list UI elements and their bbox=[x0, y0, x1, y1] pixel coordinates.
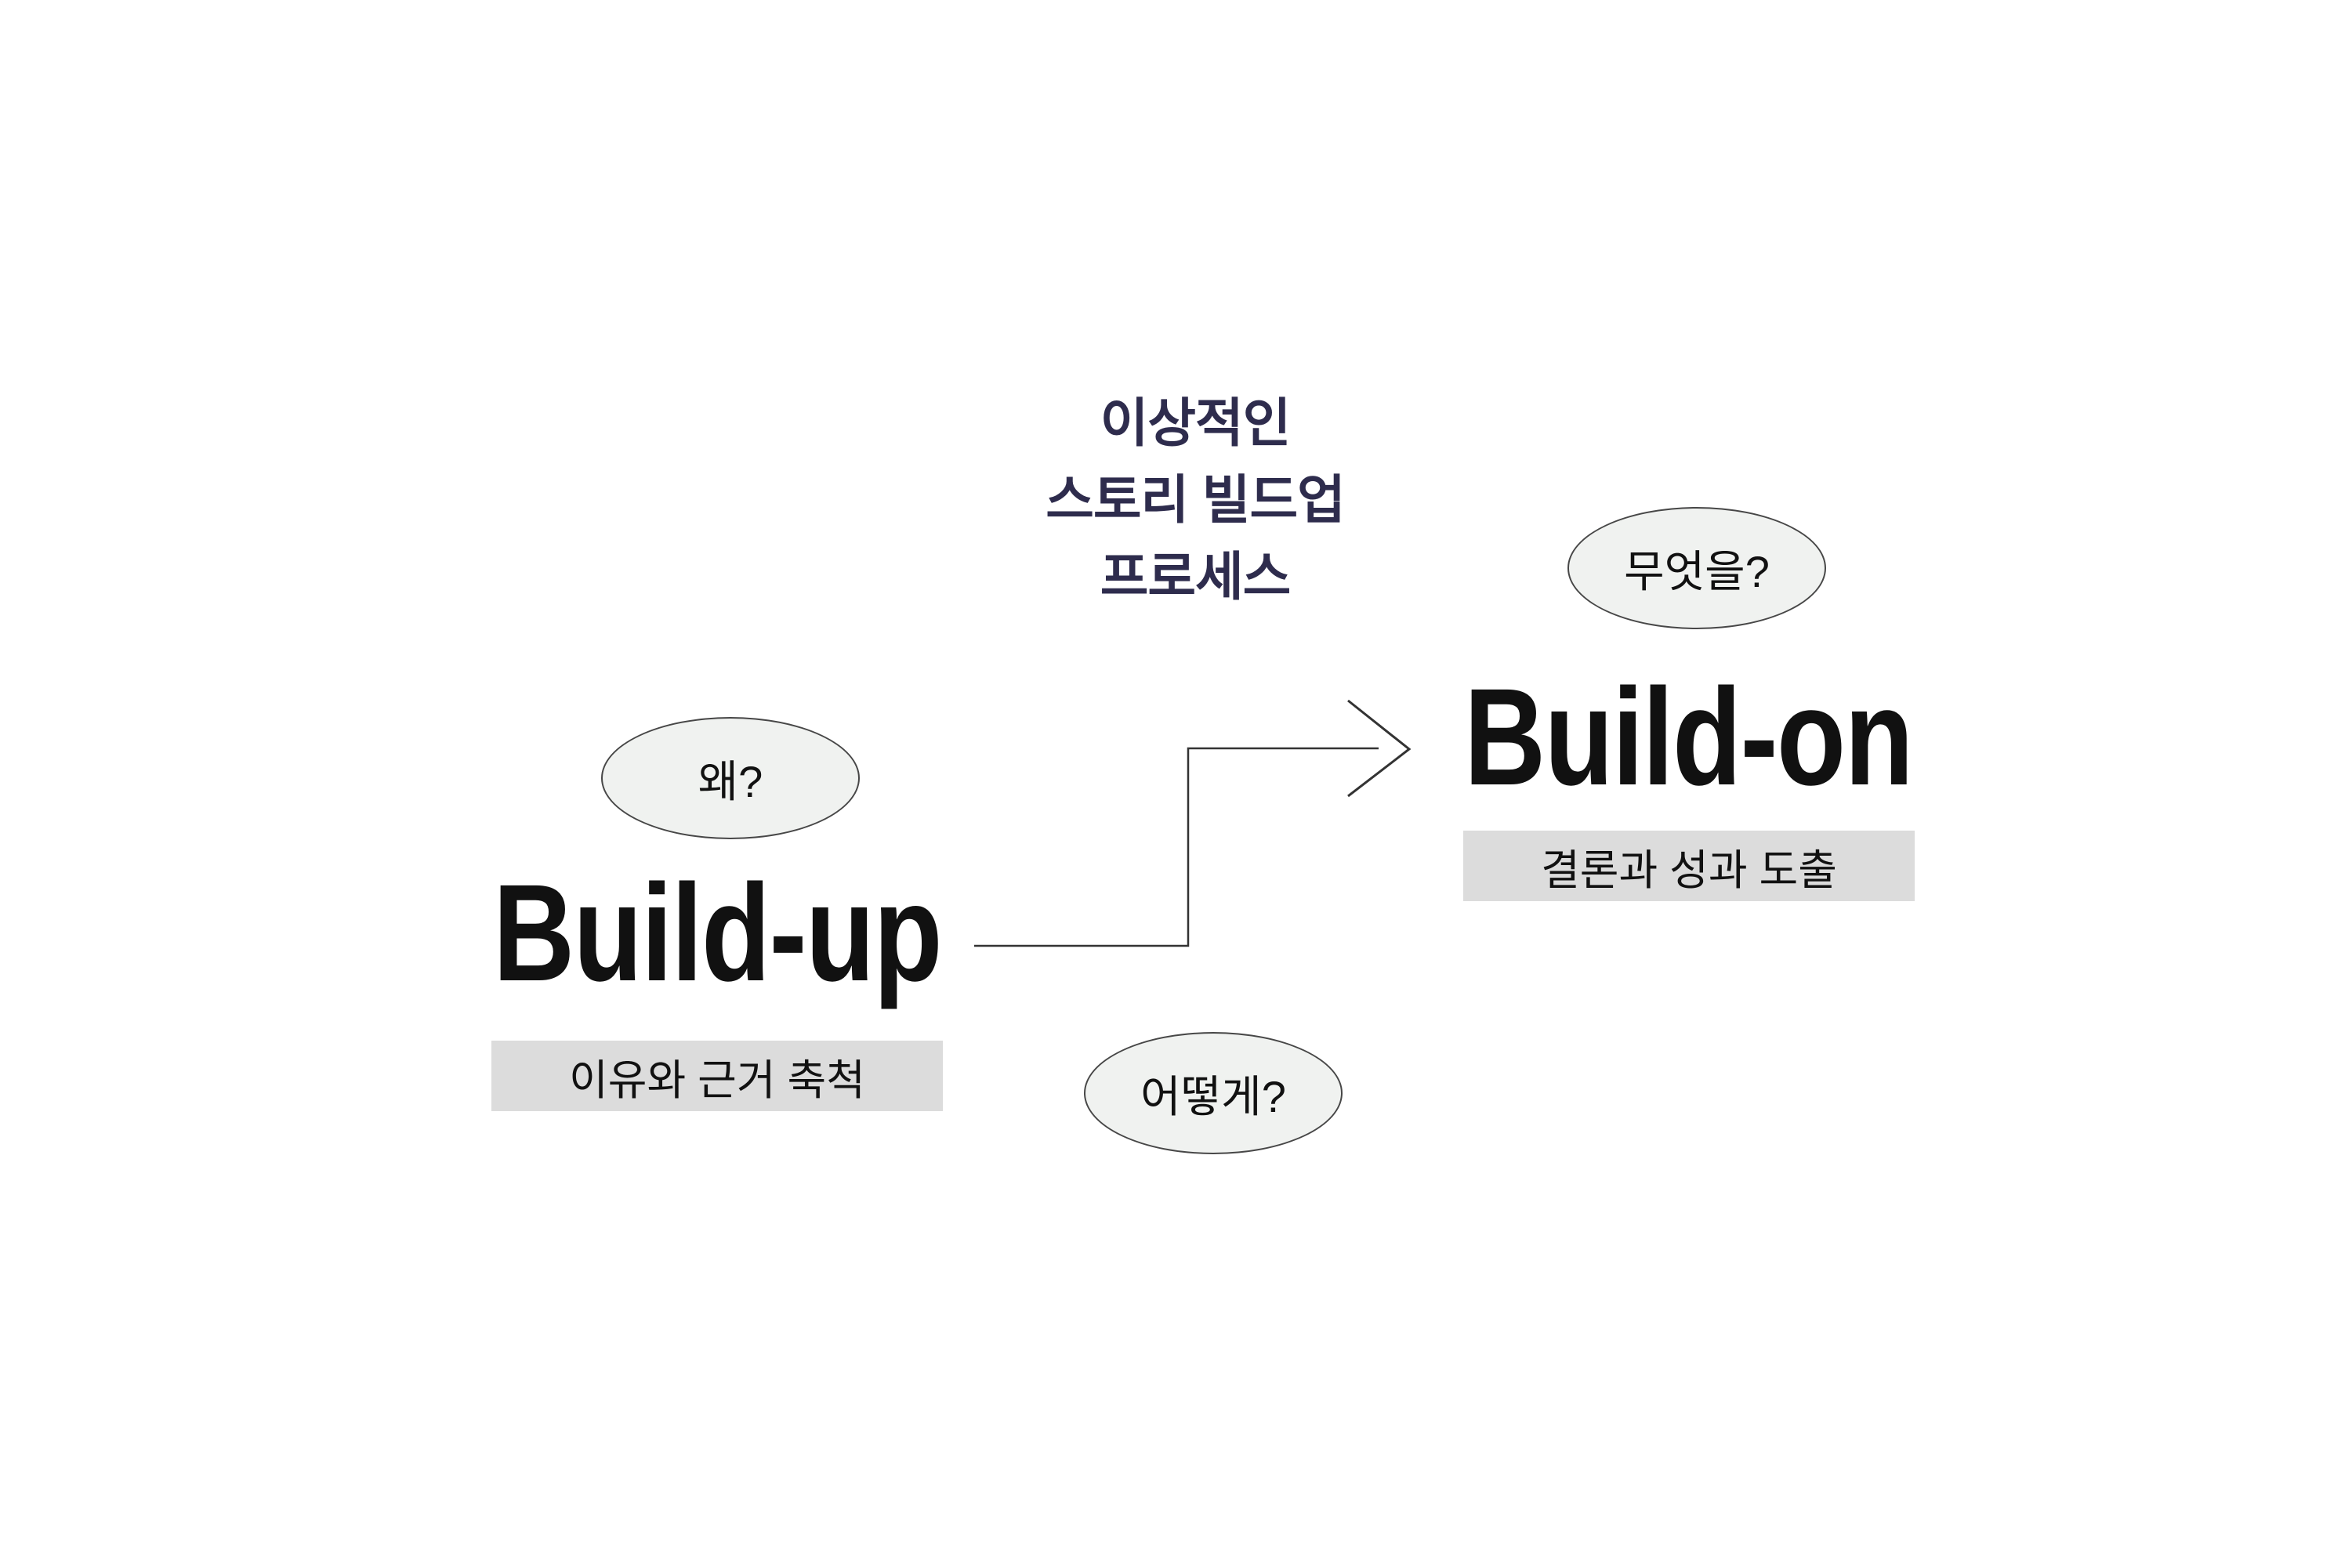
diagram-title-line-2: 스토리 빌드업 bbox=[1046, 471, 1345, 530]
diagram-title-line-1: 이상적인 bbox=[1100, 394, 1292, 453]
question-bubble-why-label: 왜? bbox=[698, 756, 763, 806]
build-up-label: Build-up bbox=[493, 856, 943, 1010]
question-bubble-how: 어떻게? bbox=[1084, 1032, 1343, 1154]
build-on-caption-bar: 결론과 성과 도출 bbox=[1463, 831, 1915, 901]
build-on-caption-label: 결론과 성과 도출 bbox=[1541, 846, 1837, 894]
build-up-caption-bar: 이유와 근거 축척 bbox=[491, 1041, 943, 1111]
flow-arrow-shaft bbox=[974, 747, 1379, 947]
flow-arrowhead-icon bbox=[1347, 699, 1412, 798]
question-bubble-why: 왜? bbox=[601, 717, 860, 839]
question-bubble-how-label: 어떻게? bbox=[1140, 1071, 1286, 1121]
question-bubble-what-label: 무엇을? bbox=[1624, 546, 1770, 596]
build-up-caption-label: 이유와 근거 축척 bbox=[569, 1056, 865, 1104]
question-bubble-what: 무엇을? bbox=[1567, 507, 1826, 629]
build-on-label: Build-on bbox=[1464, 661, 1914, 814]
diagram-title-line-3: 프로세스 bbox=[1100, 548, 1292, 607]
diagram-title: 이상적인 스토리 빌드업 프로세스 bbox=[1046, 386, 1345, 616]
